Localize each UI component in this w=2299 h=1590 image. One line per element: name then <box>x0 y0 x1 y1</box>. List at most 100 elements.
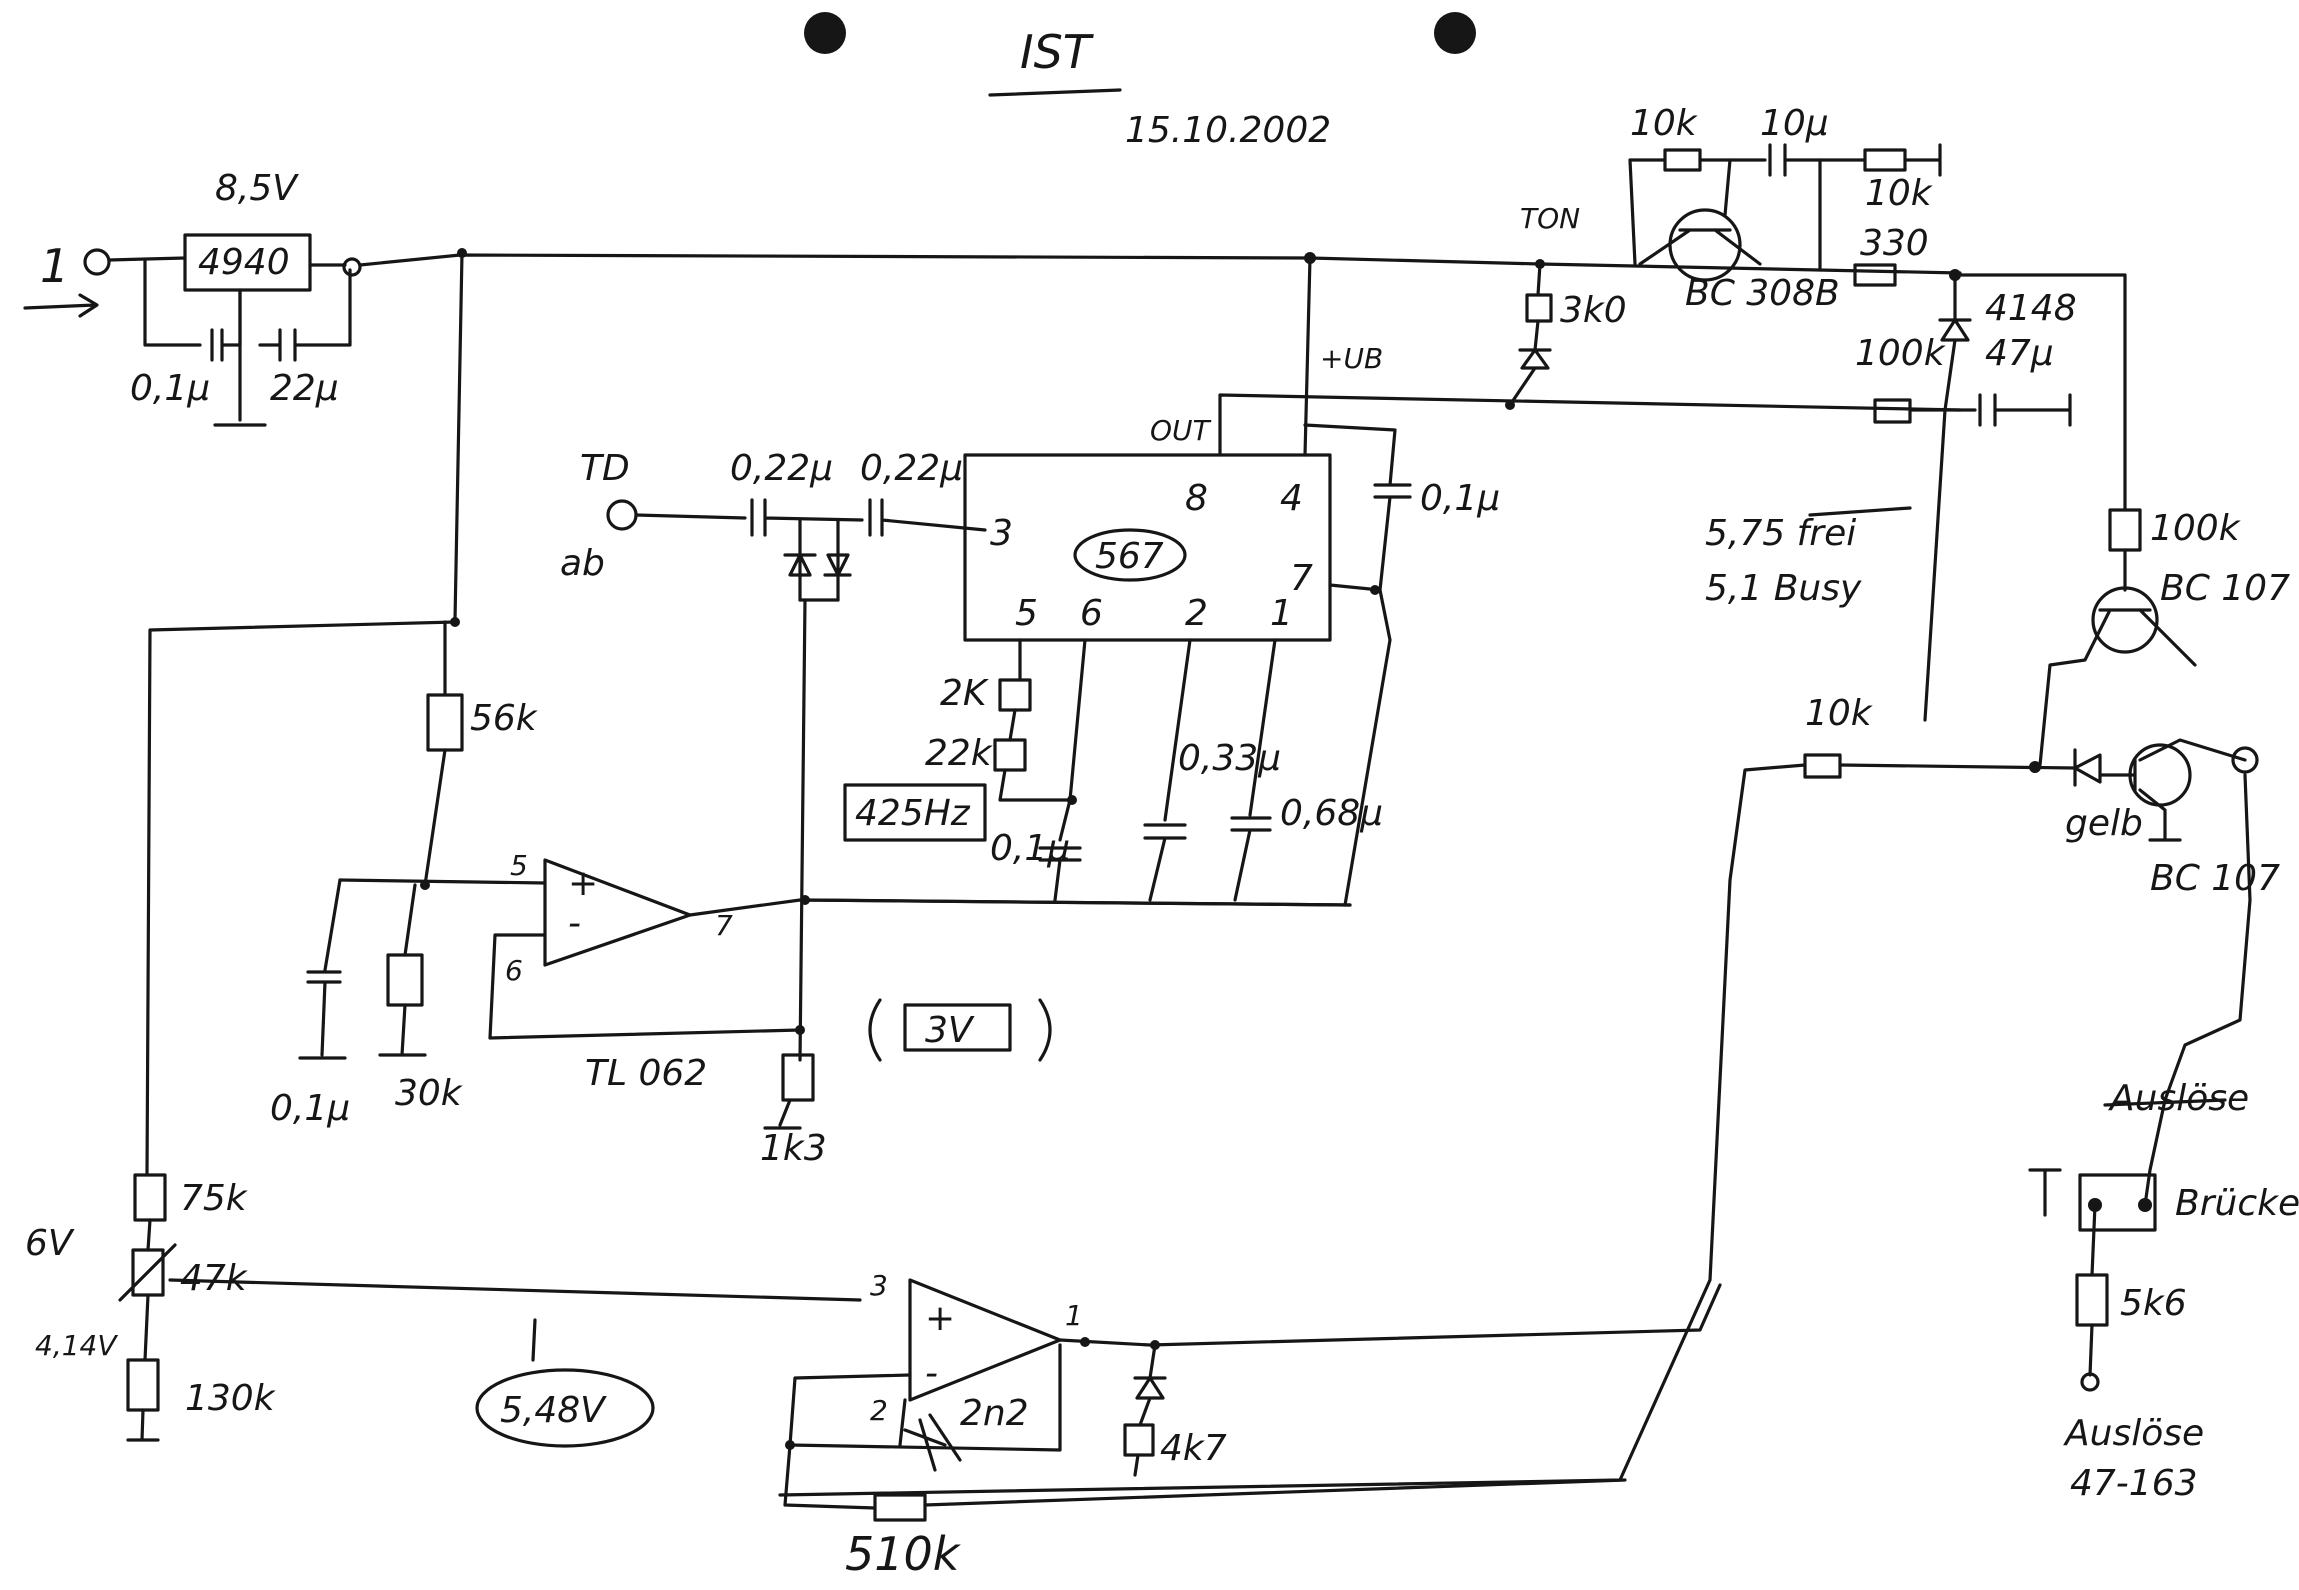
cap-10u <box>1698 143 1867 177</box>
label-r-4k7: 4k7 <box>1160 1428 1227 1469</box>
wire-td-coupling <box>634 498 987 537</box>
page-date: 15.10.2002 <box>1125 110 1331 151</box>
label-r-3k0: 3k0 <box>1560 290 1627 331</box>
wire-47k-130k <box>143 1293 150 1362</box>
label-ic-pin8: 8 <box>1185 478 1208 519</box>
resistor-5k6 <box>2075 1273 2109 1327</box>
label-ic-pin3: 3 <box>990 513 1013 554</box>
label-ton: TON <box>1520 202 1580 235</box>
ic-567-ring <box>1073 528 1187 582</box>
resistor-30k <box>386 953 424 1007</box>
cap-2n2-variable <box>898 1398 962 1472</box>
label-bc308b: BC 308B <box>1685 273 1840 314</box>
label-c-47u: 47µ <box>1985 333 2054 374</box>
cap-47u <box>1908 393 2072 427</box>
resistor-510k <box>873 1493 927 1522</box>
transistor-bc107-top <box>2091 586 2159 654</box>
wire-right-rail <box>1953 273 2127 512</box>
bridge-box <box>2078 1173 2157 1232</box>
output-terminal <box>2231 746 2259 774</box>
cap-033 <box>1143 638 1192 902</box>
input-terminal <box>83 248 111 276</box>
wire-out <box>1218 393 1962 457</box>
cap-0-1 <box>143 258 242 362</box>
label-r-100k: 100k <box>1855 333 1947 374</box>
wire-ub-pin4 <box>1303 256 1312 457</box>
label-ic-pin5: 5 <box>1015 593 1038 634</box>
label-op-pin1: 1 <box>1065 1299 1083 1332</box>
label-r-10k-mid: 10k <box>1805 693 1874 734</box>
label-r-5k6: 5k6 <box>2120 1283 2187 1324</box>
label-c-2n2: 2n2 <box>960 1393 1029 1434</box>
wire-input <box>107 256 187 262</box>
label-pin6: 6 <box>505 954 523 987</box>
label-v-575: 5,75 frei <box>1705 513 1856 554</box>
wire-busy-line <box>1923 408 1947 722</box>
label-c-22u: 22µ <box>270 368 339 409</box>
label-td: TD <box>580 448 630 489</box>
ring-5-48v <box>475 1368 655 1448</box>
title-underline <box>988 88 1122 97</box>
junction <box>1080 1337 1090 1347</box>
resistor-75k <box>133 1173 167 1222</box>
label-c-033: 0,33µ <box>1178 738 1281 779</box>
label-ic-pin1: 1 <box>1270 593 1293 634</box>
td-terminal <box>606 499 638 531</box>
cap-01u-right <box>1303 423 1412 592</box>
pot-47k-wiper <box>118 1243 177 1302</box>
wire-510k-left <box>783 1443 877 1510</box>
label-r-75k: 75k <box>180 1178 249 1219</box>
wire-opamp-b-out <box>1058 1283 1722 1347</box>
wire-5k6-bottom <box>2088 1323 2094 1377</box>
resistor-3k0 <box>1525 293 1553 323</box>
label-v-51: 5,1 Busy <box>1705 568 1862 609</box>
label-bc107-bottom: BC 107 <box>2150 858 2280 899</box>
label-ic-pin2: 2 <box>1185 593 1208 634</box>
label-ab: ab <box>560 543 605 584</box>
pot-2k <box>998 678 1032 712</box>
label-bruecke: Brücke <box>2175 1183 2299 1224</box>
wire-3k0 <box>1536 262 1542 297</box>
label-ausloesen: Auslöse <box>2108 1078 2249 1119</box>
label-v-548: 5,48V <box>500 1390 607 1431</box>
resistor-100k <box>1873 398 1912 424</box>
wire-feedback <box>488 933 802 1040</box>
junction <box>1304 252 1316 264</box>
label-c-022u-2: 0,22µ <box>860 448 963 489</box>
wire-supply-rail <box>308 253 1962 275</box>
regulator-box <box>183 233 312 292</box>
label-c-01u-right: 0,1µ <box>1420 478 1500 519</box>
label-3v: 3V <box>925 1010 975 1051</box>
label-d-4148: 4148 <box>1985 288 2077 329</box>
ground-bruecke <box>2028 1168 2062 1217</box>
cap-22u <box>258 268 352 362</box>
junction <box>1370 585 1380 595</box>
label-r-30k: 30k <box>395 1073 464 1114</box>
label-v-414: 4,14V <box>35 1329 118 1362</box>
label-pin7: 7 <box>715 909 733 942</box>
label-r-510k: 510k <box>845 1527 962 1581</box>
resistor-330 <box>1853 263 1897 287</box>
label-c-01: 0,1µ <box>990 828 1070 869</box>
bc308b-leads <box>1638 158 1762 266</box>
label-regulator: 4940 <box>198 242 290 283</box>
opamp-tl062-a <box>543 858 692 967</box>
wire-1k3 <box>798 598 807 1062</box>
label-op-pin2: 2 <box>870 1394 888 1427</box>
input-arrow <box>23 293 99 318</box>
resistor-56k <box>426 693 464 752</box>
strike-frei <box>1808 506 1912 517</box>
label-bc107-top: BC 107 <box>2160 568 2290 609</box>
label-425hz: 425Hz <box>855 793 971 834</box>
led-gelb <box>1838 748 2102 787</box>
label-r-56k: 56k <box>470 698 539 739</box>
led-opamp-b <box>1133 1343 1167 1427</box>
label-c-01u-bottom: 0,1µ <box>270 1088 350 1129</box>
label-ic-567: 567 <box>1095 536 1164 577</box>
reg-ground <box>213 288 267 427</box>
wire-5k6 <box>2090 1203 2097 1277</box>
label-plus-ub: +UB <box>1320 342 1383 375</box>
wire-bridge <box>2143 1098 2167 1207</box>
wire-pin7 <box>1328 583 1392 907</box>
